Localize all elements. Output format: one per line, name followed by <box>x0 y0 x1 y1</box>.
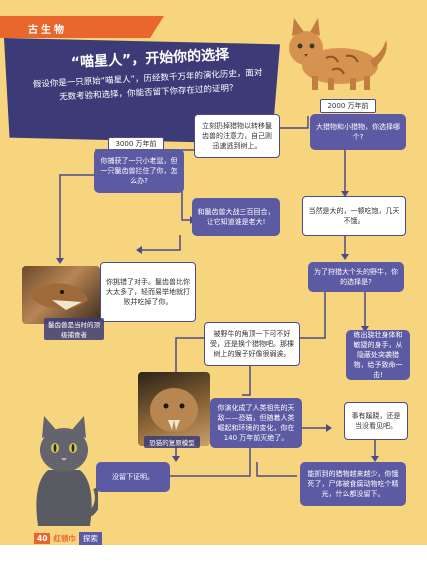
column-name: 探索 <box>78 532 102 545</box>
node-train-ambush: 练出骁壮身体和敏捷的身手，从隐蔽处突袭猎物，给予致命一击! <box>346 330 410 380</box>
node-switch-to-monkey: 被野牛的角顶一下可不好受，还是换个猎物吧。那棵树上的猴子好像很弱诶。 <box>204 322 300 366</box>
dinofelis-photo <box>138 372 210 446</box>
node-fight-hyaenodon: 和鬣齿兽大战三百回合，让它知道谁是老大! <box>192 198 280 236</box>
hyaenodon-caption: 鬣齿兽是当时的顶级捕食者 <box>44 318 104 340</box>
dinofelis-caption: 恐猫的复原模型 <box>144 436 200 448</box>
tabby-cat-illustration <box>289 18 387 90</box>
page-footer: 40 红领巾 探索 <box>34 532 102 545</box>
hyaenodon-head-icon <box>30 283 88 310</box>
node-wrong-opponent: 你挑错了对手。鬣齿兽比你大太多了，轻而易举地就打败并吃掉了你。 <box>100 262 196 322</box>
section-tag-tail <box>150 16 164 38</box>
node-hunt-bison: 为了狩猎大个头的野牛，你的选择是? <box>308 262 404 292</box>
hyaenodon-photo <box>22 266 100 324</box>
node-drop-prey-climb-tree: 立刻扔掉猎物以转移鬣齿兽的注意力，自己则迅速逃到树上。 <box>194 114 280 158</box>
magazine-name: 红领巾 <box>53 534 76 543</box>
node-big-or-small-prey: 大猎物和小猎物，你选择哪个? <box>310 114 406 150</box>
dinofelis-head-icon <box>150 388 198 432</box>
node-catch-mouse: 你捕获了一只小老鼠，但一只鬣齿兽拦住了你，怎么办? <box>94 149 184 193</box>
gray-cat-illustration <box>36 416 98 526</box>
node-became-dinofelis: 你演化成了人类祖先的天敌——恐猫，但随着人类崛起和环境的变化，你在 140 万年… <box>210 398 302 448</box>
node-starved: 能抓到的猎物越来越少，你饿死了，尸体被食腐动物吃个精光，什么都没留下。 <box>300 462 406 506</box>
node-ignore-it: 事有蹊跷，还是当没看见吧。 <box>344 402 408 440</box>
timeline-tag-20m: 2000 万年前 <box>320 99 376 113</box>
node-choose-big-prey: 当然是大的，一顿吃饱，几天不饿。 <box>302 196 406 236</box>
node-no-proof-left: 没留下证明。 <box>96 462 170 492</box>
page-number: 40 <box>34 533 51 544</box>
section-tag: 古生物 <box>0 16 150 38</box>
